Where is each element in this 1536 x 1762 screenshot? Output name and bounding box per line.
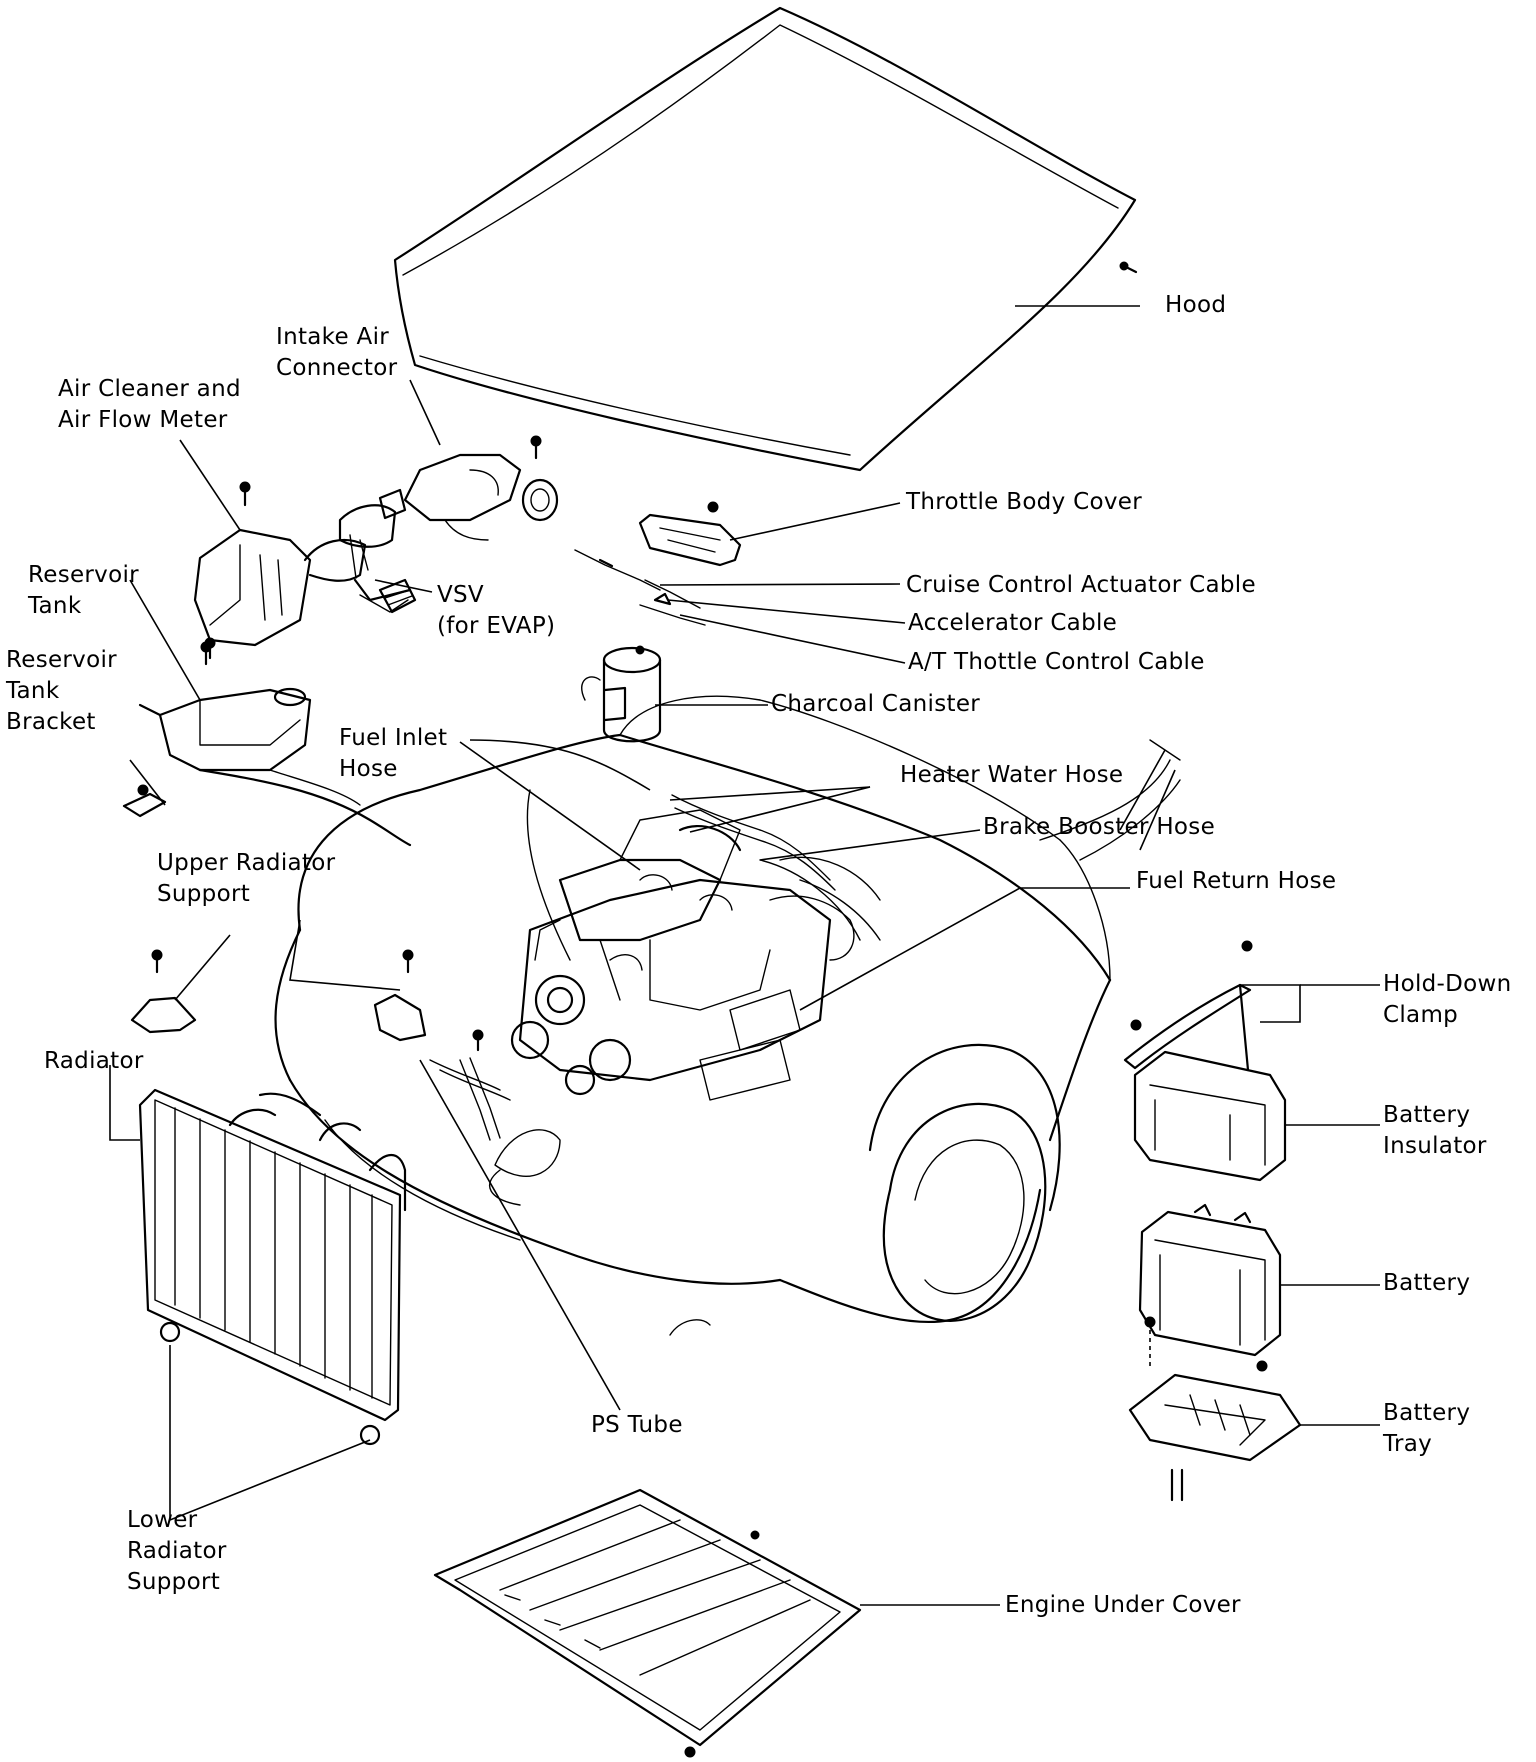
upper-radiator-support-part: [130, 949, 427, 1042]
label-throttle-body-cover: Throttle Body Cover: [906, 489, 1142, 515]
label-upper-radiator-support: Upper Radiator Support: [157, 850, 336, 907]
label-brake-booster-hose: Brake Booster Hose: [983, 814, 1216, 840]
label-charcoal-canister: Charcoal Canister: [771, 691, 981, 717]
hood-part: [393, 6, 1138, 472]
leader-lines: [109, 305, 1380, 1606]
label-air-cleaner: Air Cleaner and Air Flow Meter: [58, 376, 241, 433]
label-battery-insulator: Battery Insulator: [1383, 1102, 1487, 1159]
engine-under-cover-part: [433, 1488, 862, 1758]
label-hold-down-clamp: Hold-Down Clamp: [1383, 971, 1512, 1028]
label-lower-radiator-support: Lower Radiator Support: [127, 1507, 227, 1595]
cables-part: [574, 549, 706, 626]
reservoir-tank-part: [138, 641, 412, 847]
battery-tray-part: [1128, 1360, 1302, 1502]
hold-down-clamp-part: [1123, 940, 1253, 1072]
battery-part: [1138, 1203, 1282, 1370]
label-hood: Hood: [1165, 292, 1227, 318]
engine-assembly: [510, 809, 881, 1101]
label-reservoir-tank: Reservoir Tank: [28, 562, 139, 619]
label-heater-water-hose: Heater Water Hose: [900, 762, 1124, 788]
throttle-body-cover-part: [638, 501, 742, 567]
label-battery-tray: Battery Tray: [1383, 1400, 1471, 1457]
hoses-part: [671, 794, 881, 941]
reservoir-tank-bracket-part: [122, 784, 167, 818]
label-intake-air-connector: Intake Air Connector: [276, 324, 398, 381]
label-fuel-return-hose: Fuel Return Hose: [1136, 868, 1337, 894]
battery-insulator-part: [1133, 1050, 1287, 1182]
label-accelerator-cable: Accelerator Cable: [908, 610, 1118, 636]
label-at-throttle-cable: A/T Thottle Control Cable: [908, 649, 1205, 675]
label-reservoir-tank-bracket: Reservoir Tank Bracket: [6, 647, 117, 735]
label-fuel-inlet-hose: Fuel Inlet Hose: [339, 725, 448, 782]
label-ps-tube: PS Tube: [591, 1412, 683, 1438]
charcoal-canister-part: [581, 645, 662, 743]
radiator-part: [138, 1088, 407, 1446]
label-radiator: Radiator: [44, 1048, 144, 1074]
car-body: [274, 695, 1181, 1336]
ps-tube-part: [429, 1029, 511, 1141]
label-battery: Battery: [1383, 1270, 1471, 1296]
label-engine-under-cover: Engine Under Cover: [1005, 1592, 1241, 1618]
label-cruise-control-cable: Cruise Control Actuator Cable: [906, 572, 1256, 598]
label-vsv: VSV (for EVAP): [437, 582, 556, 639]
vsv-part: [378, 578, 417, 614]
